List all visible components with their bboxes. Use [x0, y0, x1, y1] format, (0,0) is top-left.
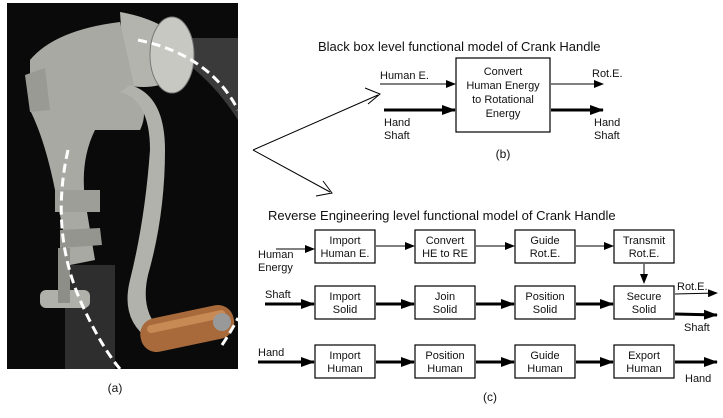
re-box-text: Export	[628, 350, 660, 362]
blackbox-input-hand: Hand	[384, 117, 410, 129]
blackbox-line-2: Human Energy	[466, 80, 540, 92]
re-box-text: Guide	[530, 235, 559, 247]
blackbox-input-top: Human E.	[380, 70, 429, 82]
re-box-text: Solid	[533, 304, 557, 316]
re-box-text: Rot.E.	[530, 248, 561, 260]
blackbox-caption: (b)	[496, 147, 511, 161]
re-box-text: Human E.	[321, 248, 370, 260]
re-box-text: Solid	[632, 304, 656, 316]
re-row3-output-hand: Hand	[685, 373, 711, 385]
re-box-text: Solid	[433, 304, 457, 316]
re-box-text: Human	[626, 363, 661, 375]
re-box-guide-human: Guide Human	[514, 344, 576, 379]
re-box-join-solid: Join Solid	[414, 285, 476, 320]
re-box-text: Join	[435, 291, 455, 303]
pointer-arrows	[252, 87, 381, 197]
re-box-text: Human	[427, 363, 462, 375]
re-box-text: Position	[425, 350, 464, 362]
re-box-position-solid: Position Solid	[514, 285, 576, 320]
re-box-transmit-rot-energy: Transmit Rot.E.	[613, 229, 675, 264]
blackbox-output-shaft: Shaft	[594, 130, 620, 142]
meat-grinder-photo	[7, 3, 238, 369]
re-box-text: Import	[329, 291, 360, 303]
re-box-import-human-energy: Import Human E.	[314, 229, 376, 264]
re-row-human: Import Human Position Human Guide Human …	[258, 344, 718, 385]
re-box-text: Import	[329, 235, 360, 247]
re-row3-input-hand: Hand	[258, 347, 284, 359]
blackbox-input-shaft: Shaft	[384, 130, 410, 142]
re-box-text: HE to RE	[422, 248, 468, 260]
re-box-text: Rot.E.	[629, 248, 660, 260]
blackbox-output-top: Rot.E.	[592, 68, 623, 80]
re-row1-input-human: Human	[258, 249, 293, 261]
re-box-text: Import	[329, 350, 360, 362]
re-box-text: Solid	[333, 304, 357, 316]
re-box-guide-rot-energy: Guide Rot.E.	[514, 229, 576, 264]
re-row1-input-energy: Energy	[258, 262, 293, 274]
re-box-import-solid: Import Solid	[314, 285, 376, 320]
re-box-text: Human	[527, 363, 562, 375]
re-box-text: Convert	[426, 235, 465, 247]
re-row2-output-rot: Rot.E.	[677, 281, 708, 293]
blackbox-function-box: Convert Human Energy to Rotational Energ…	[455, 57, 551, 133]
blackbox-line-4: Energy	[486, 108, 521, 120]
re-row2-output-shaft: Shaft	[684, 322, 710, 334]
re-box-export-human: Export Human	[613, 344, 675, 379]
re-arrow-out	[674, 289, 718, 298]
reverse-title: Reverse Engineering level functional mod…	[268, 208, 616, 223]
re-row-energy: Import Human E. Convert HE to RE Guide R…	[258, 229, 675, 284]
re-box-position-human: Position Human	[414, 344, 476, 379]
re-row-solid: Import Solid Join Solid Position Solid S…	[265, 281, 718, 334]
re-box-text: Position	[525, 291, 564, 303]
photo-caption: (a)	[108, 381, 123, 395]
blackbox-output-hand: Hand	[594, 117, 620, 129]
reverse-caption: (c)	[483, 390, 497, 404]
re-box-text: Human	[327, 363, 362, 375]
re-box-convert-he-to-re: Convert HE to RE	[414, 229, 476, 264]
re-row2-input-shaft: Shaft	[265, 289, 291, 301]
blackbox-title: Black box level functional model of Cran…	[318, 39, 601, 54]
re-box-import-human: Import Human	[314, 344, 376, 379]
re-box-secure-solid: Secure Solid	[613, 285, 675, 320]
re-box-text: Transmit	[623, 235, 665, 247]
blackbox-line-3: to Rotational	[472, 94, 534, 106]
re-arrow-out	[674, 309, 718, 320]
re-box-text: Guide	[530, 350, 559, 362]
blackbox-line-1: Convert	[484, 66, 523, 78]
re-box-text: Secure	[627, 291, 662, 303]
